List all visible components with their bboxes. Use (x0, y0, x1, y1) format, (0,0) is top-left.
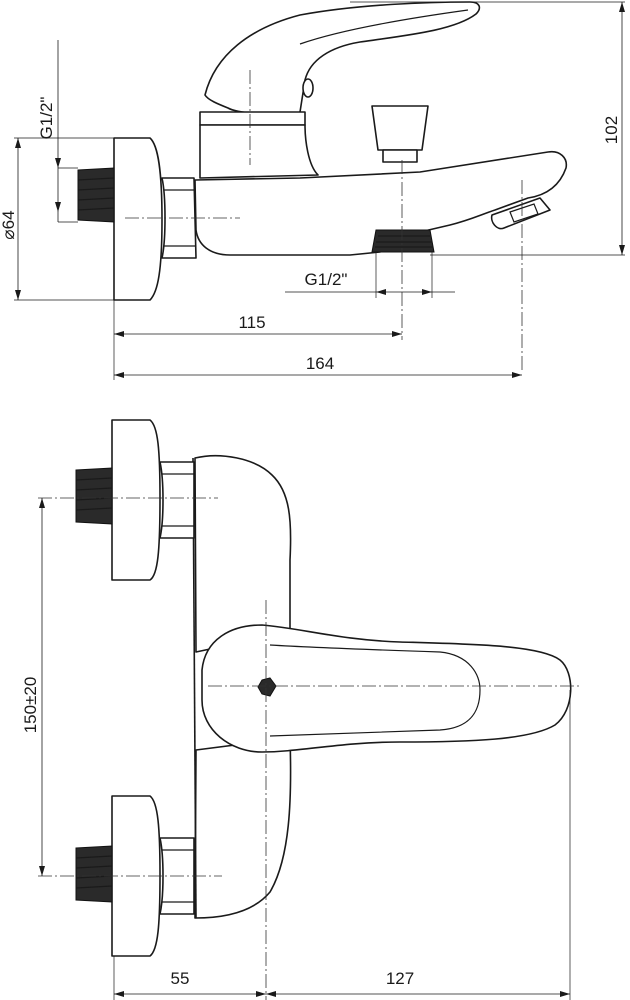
front-body (194, 455, 292, 653)
dim-label-thread-inlet: G1/2" (37, 97, 56, 140)
shower-outlet-thread (371, 229, 435, 253)
front-lever (201, 624, 572, 753)
lower-inlet-thread (75, 845, 113, 903)
lever-handle (204, 1, 481, 115)
dim-label-wall-to-center: 55 (171, 969, 190, 988)
body-neck (199, 124, 319, 179)
dim-label-center-to-lever: 127 (386, 969, 414, 988)
diverter-knob (371, 105, 429, 151)
spout-aerator (490, 197, 551, 230)
dim-label-outlet-distance: 115 (238, 313, 265, 332)
upper-rosette (111, 419, 161, 581)
lever-inner-line (299, 9, 469, 45)
dim-label-height: 102 (602, 116, 621, 144)
lever-center-mark (257, 677, 277, 697)
diverter-stem (382, 149, 418, 163)
front-lever-inner (269, 644, 481, 737)
lever-pivot (302, 78, 314, 98)
mixer-body (194, 150, 568, 256)
upper-nut (159, 461, 195, 539)
front-view: 150±20 55 127 (21, 419, 580, 1000)
dim-label-diameter: ⌀64 (0, 210, 18, 239)
dim-label-spout-length: 164 (306, 354, 334, 373)
upper-inlet-thread (75, 467, 113, 525)
aerator-inner (509, 203, 539, 223)
inlet-thread (77, 167, 115, 223)
wall-rosette (113, 137, 163, 301)
dim-label-thread-outlet: G1/2" (305, 270, 348, 289)
cartridge-body (199, 111, 306, 126)
side-view: G1/2" ⌀64 102 G1/2" 115 164 (0, 1, 625, 380)
dim-label-inlet-spacing: 150±20 (21, 677, 40, 734)
